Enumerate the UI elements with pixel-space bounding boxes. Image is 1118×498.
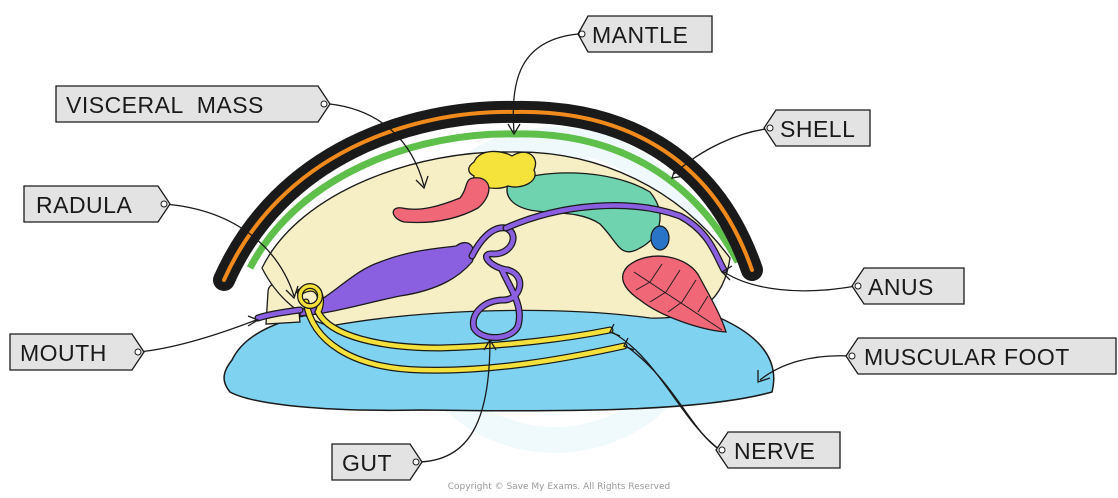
label-mouth-text: MOUTH xyxy=(20,340,107,366)
label-gut-text: GUT xyxy=(342,450,392,476)
label-mantle: MANTLE xyxy=(578,16,712,52)
label-shell: SHELL xyxy=(764,110,870,146)
label-mantle-text: MANTLE xyxy=(592,22,688,48)
label-radula: RADULA xyxy=(24,186,170,222)
label-nerve-text: NERVE xyxy=(734,438,815,464)
label-visceral-mass-text: VISCERAL MASS xyxy=(66,92,264,118)
label-anus-text: ANUS xyxy=(868,274,934,300)
label-anus: ANUS xyxy=(852,268,964,304)
label-mouth: MOUTH xyxy=(10,334,144,370)
label-visceral-mass: VISCERAL MASS xyxy=(56,86,330,122)
leader-mouth xyxy=(138,320,256,352)
osphradium xyxy=(651,226,669,250)
label-muscular-foot-text: MUSCULAR FOOT xyxy=(864,344,1070,370)
label-radula-text: RADULA xyxy=(36,192,132,218)
label-shell-text: SHELL xyxy=(780,116,855,142)
label-gut: GUT xyxy=(332,444,422,480)
label-muscular-foot: MUSCULAR FOOT xyxy=(846,338,1116,374)
label-nerve: NERVE xyxy=(716,432,840,468)
copyright-notice: Copyright © Save My Exams. All Rights Re… xyxy=(0,482,1118,492)
